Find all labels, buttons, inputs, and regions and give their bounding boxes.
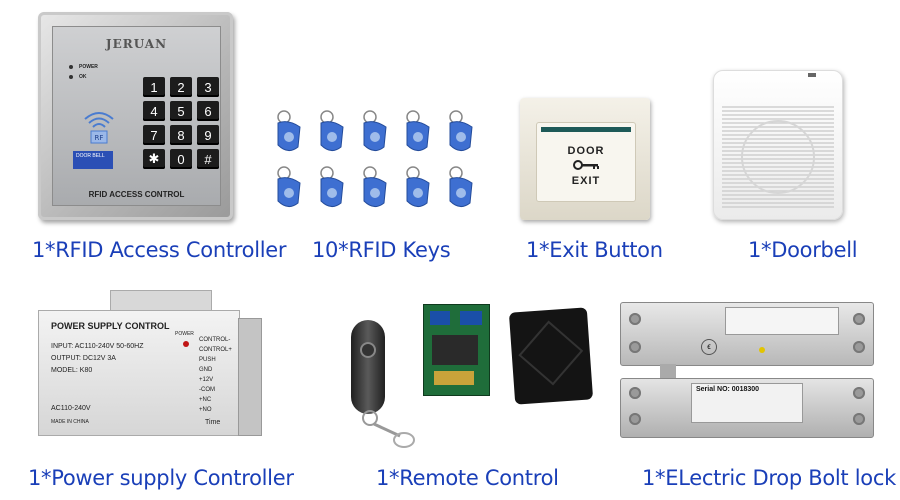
rfid-fob-icon: [363, 166, 387, 207]
bolt-lock-body: ϵ: [620, 302, 874, 366]
psu-time-label: Time: [205, 419, 221, 426]
keyring-icon: [362, 410, 415, 448]
doorbell-tag-text: DOOR BELL: [76, 153, 105, 159]
speaker-ring: [741, 120, 815, 194]
exit-button[interactable]: DOOR EXIT: [536, 122, 636, 202]
key-7[interactable]: 7: [143, 125, 165, 145]
key-2[interactable]: 2: [170, 77, 192, 97]
psu-side: [238, 318, 262, 436]
key-icon: [573, 160, 599, 170]
caption-rfid-controller: 1*RFID Access Controller: [32, 238, 287, 262]
doorbell-tag: DOOR BELL: [73, 151, 113, 169]
psu-terminal-label: +NO: [199, 407, 212, 413]
key-0[interactable]: 0: [170, 149, 192, 169]
bolt-serial-label: Serial NO: 0018300: [691, 383, 803, 423]
rfid-fob-icon: [406, 110, 430, 151]
screw: [853, 341, 865, 353]
caption-remote-control: 1*Remote Control: [376, 466, 559, 490]
psu-ac: AC110-240V: [51, 405, 91, 412]
rfid-fob-icon: [277, 110, 301, 151]
rfid-fob-icon: [449, 166, 473, 207]
psu-output: OUTPUT: DC12V 3A: [51, 355, 116, 362]
caption-doorbell: 1*Doorbell: [748, 238, 858, 262]
pcb-terminal-2: [460, 311, 482, 325]
key-1[interactable]: 1: [143, 77, 165, 97]
bolt-label-sticker: [725, 307, 839, 335]
screw: [629, 413, 641, 425]
exit-button-plate: DOOR EXIT: [520, 98, 650, 220]
psu-terminal-label: GND: [199, 367, 213, 373]
ok-led-label: OK: [79, 74, 87, 80]
caption-rfid-keys: 10*RFID Keys: [312, 238, 451, 262]
doorbell: [713, 70, 843, 220]
screw: [629, 341, 641, 353]
screw: [629, 313, 641, 325]
remote-button[interactable]: [360, 342, 376, 358]
rfid-fob-icons: [277, 110, 473, 207]
keypad-label: RFID ACCESS CONTROL: [88, 190, 185, 199]
key-star[interactable]: ✱: [143, 149, 165, 169]
receiver-case: [508, 307, 594, 405]
rfid-fob-icon: [406, 166, 430, 207]
psu-title: POWER SUPPLY CONTROL: [51, 321, 170, 331]
screw: [853, 387, 865, 399]
psu-power-label: POWER: [175, 331, 194, 337]
key-4[interactable]: 4: [143, 101, 165, 121]
key-hash[interactable]: #: [197, 149, 219, 169]
key-8[interactable]: 8: [170, 125, 192, 145]
keypad-face: JERUAN POWER OK RF DOOR BELL 1 2 3 4 5 6…: [52, 26, 221, 206]
rfid-fob-icon: [320, 166, 344, 207]
screw: [853, 413, 865, 425]
psu-terminal-label: CONTROL-: [199, 337, 231, 343]
pcb-relay: [432, 335, 478, 365]
caption-drop-bolt: 1*ELectric Drop Bolt lock: [642, 466, 896, 490]
rfid-wave-icon: RF: [84, 112, 114, 144]
exit-exit-text: EXIT: [571, 175, 601, 187]
screw: [629, 387, 641, 399]
case-emboss: [518, 320, 584, 386]
rf-label: RF: [95, 134, 104, 142]
pcb-component: [434, 371, 474, 385]
bolt-serial: Serial NO: 0018300: [696, 386, 760, 393]
ce-mark-icon: ϵ: [701, 339, 717, 355]
caption-exit-button: 1*Exit Button: [526, 238, 663, 262]
psu-terminal-label: PUSH: [199, 357, 216, 363]
psu-terminal-label: +NC: [199, 397, 212, 403]
bolt-led: [759, 347, 765, 353]
receiver-pcb: [423, 304, 490, 396]
rfid-fob-icon: [363, 110, 387, 151]
bolt-pin: [660, 364, 676, 378]
ok-led: [69, 75, 73, 79]
screw: [853, 313, 865, 325]
psu-power-led: [183, 341, 189, 347]
key-9[interactable]: 9: [197, 125, 219, 145]
rfid-fob-icon: [277, 166, 301, 207]
psu-made: MADE IN CHINA: [51, 419, 89, 425]
psu-terminal-label: -COM: [199, 387, 215, 393]
psu-model: MODEL: K80: [51, 367, 93, 374]
speaker-grille-icon: [722, 73, 834, 208]
pcb-terminal: [430, 311, 450, 325]
exit-door-text: DOOR: [567, 145, 605, 157]
key-3[interactable]: 3: [197, 77, 219, 97]
psu-input: INPUT: AC110-240V 50-60HZ: [51, 343, 144, 350]
psu-terminal-label: +12V: [199, 377, 214, 383]
rfid-fob-icon: [320, 110, 344, 151]
keypad-brand: JERUAN: [105, 37, 168, 51]
psu-terminal-label: CONTROL+: [199, 347, 232, 353]
rfid-keys-group: [262, 105, 482, 215]
exit-button-bar: [541, 127, 631, 132]
key-6[interactable]: 6: [197, 101, 219, 121]
keypad-keys: 1 2 3 4 5 6 7 8 9 ✱ 0 #: [143, 77, 219, 169]
bolt-strike-plate: Serial NO: 0018300: [620, 378, 874, 438]
rfid-access-controller: JERUAN POWER OK RF DOOR BELL 1 2 3 4 5 6…: [38, 12, 233, 220]
power-led-label: POWER: [79, 64, 98, 70]
psu-body: POWER SUPPLY CONTROL INPUT: AC110-240V 5…: [38, 310, 255, 436]
key-5[interactable]: 5: [170, 101, 192, 121]
remote-fob: [351, 320, 385, 414]
caption-power-supply: 1*Power supply Controller: [28, 466, 294, 490]
power-led: [69, 65, 73, 69]
power-supply-controller: POWER SUPPLY CONTROL INPUT: AC110-240V 5…: [30, 290, 262, 440]
rfid-fob-icon: [449, 110, 473, 151]
